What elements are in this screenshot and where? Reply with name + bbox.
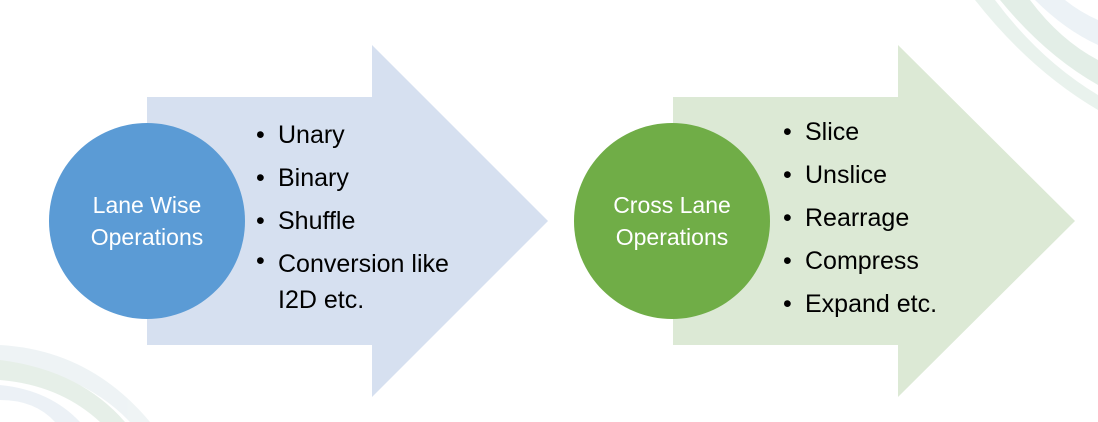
list-item: Expand etc.: [783, 283, 937, 326]
list-item: Conversion like I2D etc.: [256, 243, 458, 318]
cross-lane-title: Cross Lane Operations: [613, 192, 731, 250]
list-item: Unslice: [783, 154, 937, 197]
list-item: Binary: [256, 157, 458, 200]
cross-lane-list: Slice Unslice Rearrage Compress Expand e…: [783, 111, 937, 326]
cross-lane-circle: Cross Lane Operations: [574, 123, 770, 319]
list-item: Shuffle: [256, 200, 458, 243]
decorative-swoosh-bottom-left: [0, 345, 150, 422]
list-item: Compress: [783, 240, 937, 283]
list-item: Slice: [783, 111, 937, 154]
decorative-swoosh-top-right: [975, 0, 1098, 110]
list-item: Rearrage: [783, 197, 937, 240]
lane-wise-title: Lane Wise Operations: [90, 192, 204, 250]
lane-wise-list: Unary Binary Shuffle Conversion like I2D…: [256, 114, 458, 318]
lane-wise-circle: Lane Wise Operations: [49, 123, 245, 319]
list-item: Unary: [256, 114, 458, 157]
